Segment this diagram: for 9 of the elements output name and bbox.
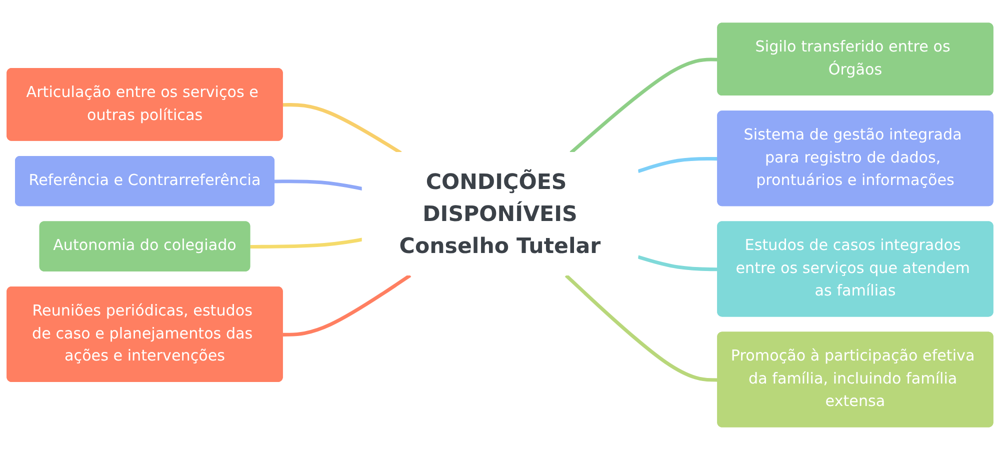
connector	[570, 58, 718, 154]
connector	[564, 274, 718, 382]
connector	[282, 274, 412, 336]
node-text: CONDIÇÕES DISPONÍVEIS Conselho Tutelar	[399, 169, 601, 258]
connector	[274, 180, 364, 191]
connector	[638, 255, 718, 272]
connector	[638, 156, 718, 173]
connector	[250, 238, 364, 249]
connector	[282, 103, 402, 154]
